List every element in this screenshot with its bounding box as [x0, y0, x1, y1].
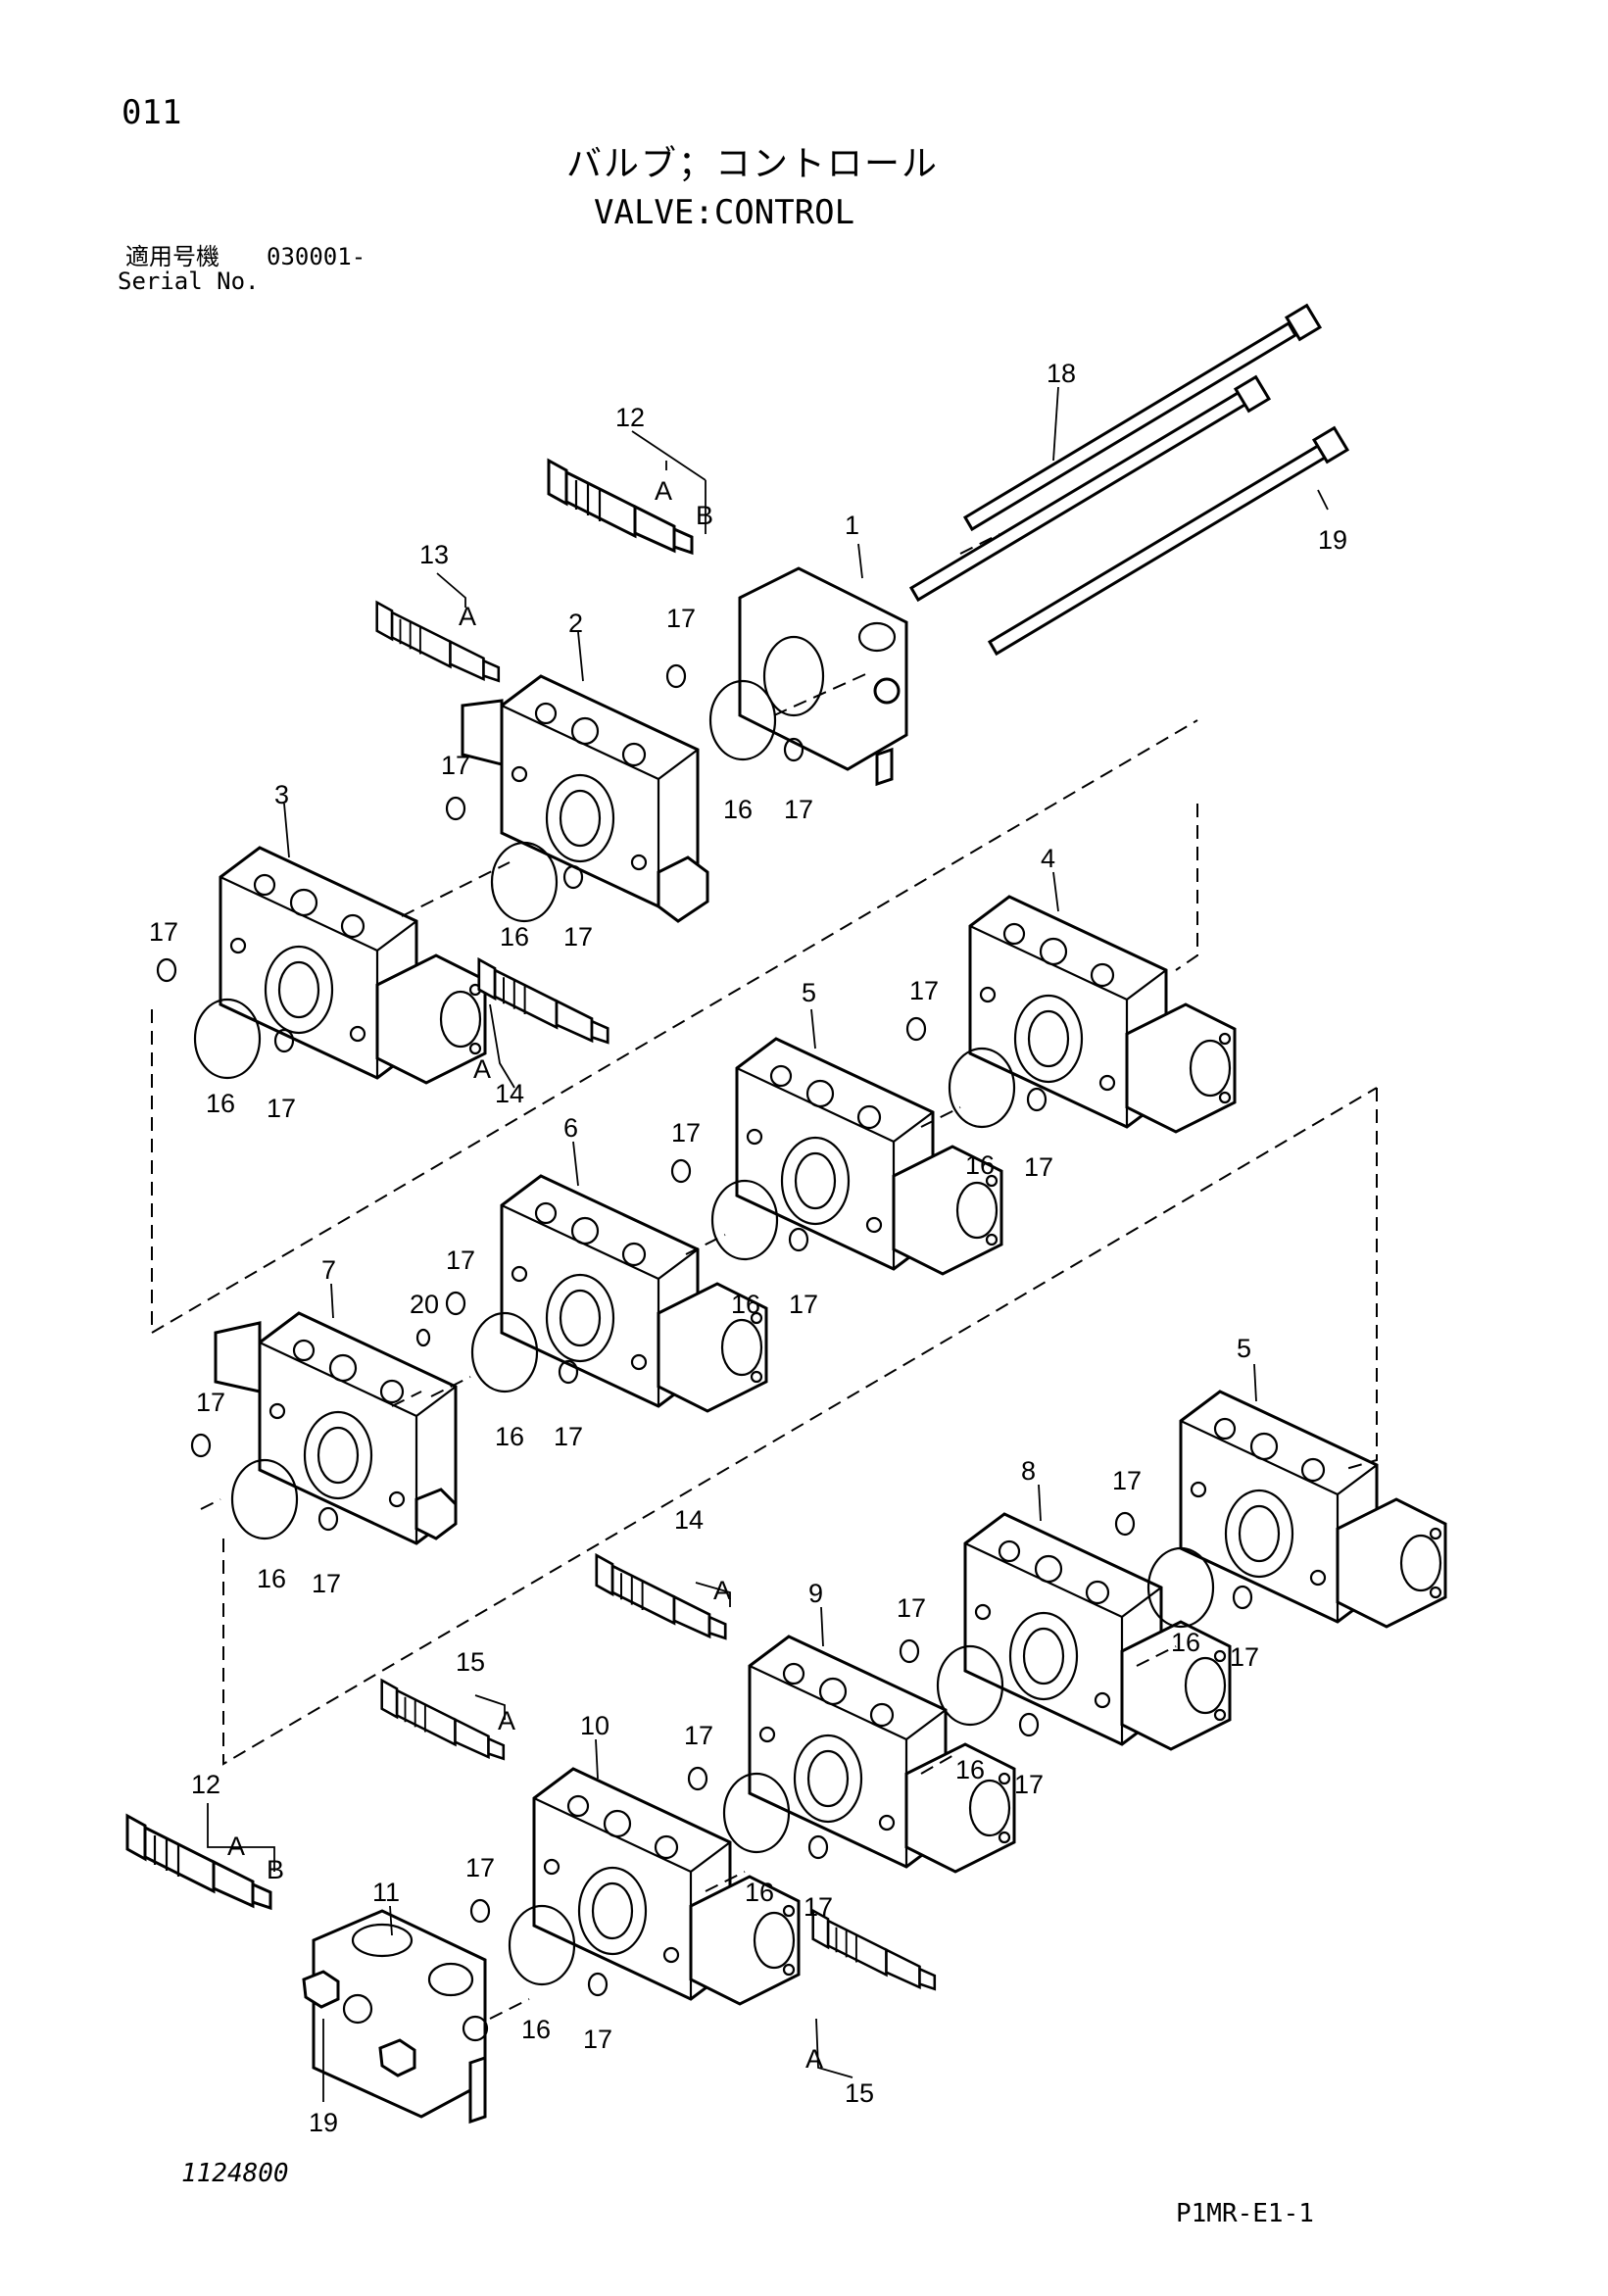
callout-16: 16	[500, 922, 529, 952]
callout-17: 17	[804, 1892, 833, 1922]
callout-17: 17	[1024, 1152, 1053, 1182]
callout-2: 2	[568, 609, 583, 638]
callout-9: 9	[808, 1579, 823, 1608]
port-letter-a: A	[473, 1054, 491, 1084]
callout-16: 16	[257, 1564, 286, 1593]
callout-17: 17	[789, 1290, 818, 1319]
callout-17: 17	[149, 917, 178, 947]
title-english: VALVE:CONTROL	[594, 193, 855, 232]
relief-valve-13	[375, 601, 501, 682]
relief-valve-15-lower	[811, 1909, 937, 1990]
assembly-lines	[151, 533, 1378, 2020]
callout-5-lower: 5	[1237, 1334, 1251, 1363]
callout-17: 17	[267, 1094, 296, 1123]
callout-16: 16	[723, 795, 753, 824]
callout-3: 3	[274, 780, 289, 809]
callout-17: 17	[1014, 1770, 1044, 1799]
port-letter-a: A	[459, 602, 476, 631]
valve-section-5-lower	[1179, 1390, 1447, 1629]
callout-labels: 1 2 3 4 5 6 7 5 8 9 10 11 12 12 13 14 14…	[149, 359, 1347, 2137]
callout-8: 8	[1021, 1456, 1036, 1486]
callout-17: 17	[909, 976, 939, 1005]
callout-17: 17	[1230, 1642, 1259, 1672]
callout-10: 10	[580, 1711, 609, 1740]
callout-17: 17	[897, 1593, 926, 1623]
callout-14-lower: 14	[674, 1505, 704, 1535]
port-letter-a: A	[655, 476, 672, 506]
callout-17: 17	[465, 1853, 495, 1882]
reference-number: 1124800	[181, 2159, 289, 2188]
serial-label-english: Serial No.	[118, 268, 260, 295]
port-letter-a: A	[805, 2044, 823, 2074]
callout-15-upper: 15	[456, 1647, 485, 1677]
serial-label-japanese: 適用号機	[125, 243, 219, 270]
callout-1: 1	[845, 511, 859, 540]
relief-valve-12-top	[547, 459, 694, 555]
valve-section-7	[214, 1311, 458, 1545]
callout-17: 17	[666, 604, 696, 633]
valve-section-5-upper	[735, 1037, 1003, 1276]
callout-17: 17	[196, 1388, 225, 1417]
callout-17: 17	[563, 922, 593, 952]
title-japanese: バルブ；コントロール	[566, 144, 940, 184]
callout-4: 4	[1041, 844, 1055, 873]
callout-16: 16	[965, 1150, 995, 1180]
callout-12-bottom: 12	[191, 1770, 220, 1799]
callout-20: 20	[410, 1290, 439, 1319]
callout-5-upper: 5	[802, 978, 816, 1007]
callout-17: 17	[554, 1422, 583, 1451]
serial-number-value: 030001-	[267, 243, 366, 270]
callout-14-mid: 14	[495, 1079, 524, 1108]
callout-16: 16	[731, 1290, 760, 1319]
callout-16: 16	[955, 1755, 985, 1784]
callout-17: 17	[784, 795, 813, 824]
port-letter-a: A	[227, 1832, 245, 1861]
valve-section-2	[461, 674, 709, 923]
callout-17: 17	[684, 1721, 713, 1750]
callout-16: 16	[521, 2015, 551, 2044]
callout-7: 7	[321, 1255, 336, 1285]
callout-11: 11	[372, 1878, 400, 1907]
valve-section-4	[968, 895, 1237, 1134]
page-code: P1MR-E1-1	[1176, 2199, 1314, 2228]
callout-17: 17	[1112, 1466, 1142, 1495]
port-letter-b: B	[696, 501, 713, 530]
inlet-section-1	[738, 566, 908, 787]
outlet-section-11	[312, 1909, 489, 2125]
relief-valve-15-upper	[380, 1679, 506, 1760]
tie-rods	[908, 303, 1350, 657]
relief-valve-14-mid	[477, 957, 609, 1045]
page-number: 011	[122, 93, 182, 132]
valve-section-6	[500, 1174, 768, 1413]
callout-12-top: 12	[615, 403, 645, 432]
callout-17: 17	[446, 1246, 475, 1275]
callout-13: 13	[419, 540, 449, 569]
relief-valve-12-bottom	[125, 1814, 272, 1910]
nut-19-lower-right	[378, 2038, 416, 2077]
callout-17: 17	[671, 1118, 701, 1148]
callout-16: 16	[495, 1422, 524, 1451]
callout-19-top: 19	[1318, 525, 1347, 555]
leader-lines	[207, 386, 1329, 2102]
callout-17: 17	[312, 1569, 341, 1598]
callout-16: 16	[1171, 1628, 1200, 1657]
port-letter-a: A	[713, 1576, 731, 1605]
port-letter-b: B	[267, 1855, 284, 1884]
callout-16: 16	[745, 1878, 774, 1907]
callout-18: 18	[1047, 359, 1076, 388]
callout-16: 16	[206, 1089, 235, 1118]
relief-valve-14-lower	[595, 1553, 727, 1640]
callout-15-lower: 15	[845, 2078, 874, 2108]
callout-17: 17	[583, 2025, 612, 2054]
nut-19-lower-left	[302, 1970, 340, 2009]
o-rings-17	[156, 663, 1253, 1997]
callout-17: 17	[441, 751, 470, 780]
valve-section-3	[219, 846, 487, 1085]
port-letter-a: A	[498, 1706, 515, 1735]
callout-6: 6	[563, 1113, 578, 1143]
callout-19-bottom: 19	[309, 2108, 338, 2137]
